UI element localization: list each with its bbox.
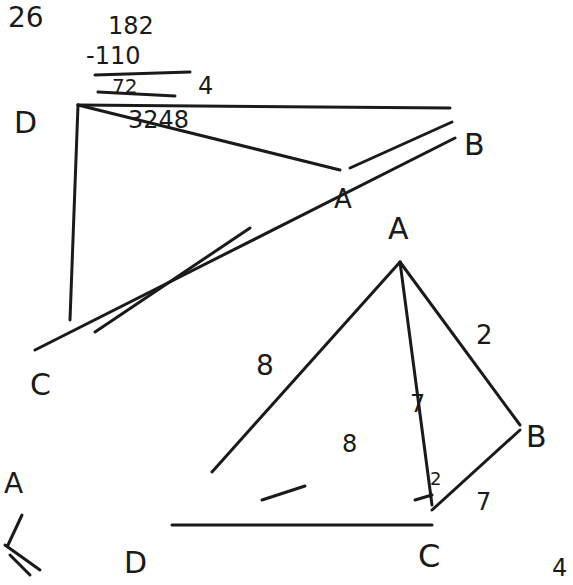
side-length: 7 bbox=[410, 392, 425, 416]
point-label: A bbox=[334, 186, 352, 212]
arithmetic-number: 182 bbox=[108, 14, 154, 38]
point-label: D bbox=[124, 548, 147, 578]
point-label: B bbox=[464, 130, 485, 160]
side-length: 7 bbox=[476, 490, 491, 514]
point-label: A bbox=[388, 214, 409, 244]
point-label: C bbox=[418, 540, 440, 572]
angle-label: 2 bbox=[430, 470, 441, 488]
page-number: 26 bbox=[8, 4, 44, 32]
arithmetic-number: 72 bbox=[112, 76, 137, 96]
point-label: B bbox=[526, 422, 547, 452]
point-label: D bbox=[14, 108, 37, 138]
arithmetic-number: 3248 bbox=[128, 108, 189, 132]
side-length: 8 bbox=[342, 432, 357, 456]
arithmetic-number: -110 bbox=[86, 44, 140, 68]
point-label: C bbox=[30, 370, 51, 400]
stray-mark: 4 bbox=[552, 556, 567, 580]
side-length: 2 bbox=[476, 322, 493, 348]
arithmetic-number: 4 bbox=[198, 74, 213, 98]
side-length: 8 bbox=[256, 352, 274, 380]
point-label: A bbox=[4, 470, 23, 498]
